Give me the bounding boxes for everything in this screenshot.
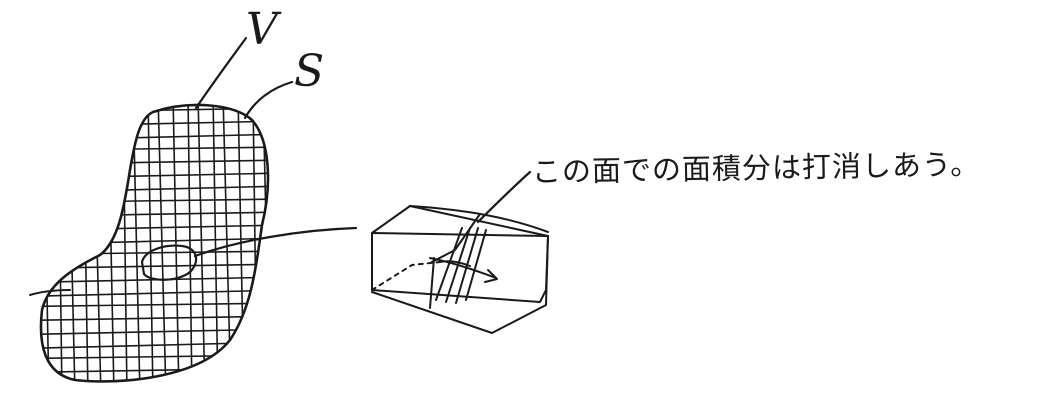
grid-line-horizontal [40,133,268,142]
grid-line-horizontal [40,380,268,382]
grid-line-vertical [157,105,167,382]
grid-line-horizontal [40,328,268,336]
grid-line-vertical [57,105,63,382]
grid-line-horizontal [40,354,268,360]
grid-line-horizontal [40,120,268,128]
grid-line-horizontal [40,263,268,270]
magnified-cells [371,205,549,334]
grid-line-horizontal [40,185,268,194]
grid-line-horizontal [40,159,268,166]
grid-line-vertical [212,105,219,382]
grid-line-vertical [187,105,193,382]
grid-line-horizontal [40,224,268,232]
grid-line-horizontal [40,146,268,152]
magnification-leader-line [193,226,358,258]
note-pointer-line [476,170,532,224]
grid-line-vertical [82,105,89,382]
grid-line-horizontal [40,341,268,350]
highlighted-cell-outline [140,244,198,281]
grid-line-vertical [252,105,258,382]
volume-grid-hatching [25,95,285,395]
grid-line-horizontal [40,302,268,308]
grid-line-vertical [147,105,154,382]
grid-line-horizontal [40,315,268,322]
surface-label: S [294,46,325,97]
grid-line-horizontal [40,289,268,298]
grid-line-horizontal [25,95,285,99]
grid-line-vertical [28,95,36,395]
volume-outline [39,103,270,383]
surface-pointer-line [243,80,294,120]
grid-line-horizontal [40,211,268,218]
grid-line-vertical [197,105,206,382]
grid-line-vertical [278,95,283,395]
grid-line-vertical [122,105,128,382]
grid-line-vertical [67,105,76,382]
grid-line-horizontal [40,198,268,204]
grid-line-vertical [237,105,245,382]
volume-label: V [246,4,278,55]
volume-pointer-line [194,36,248,110]
grid-line-horizontal [40,250,268,256]
grid-line-vertical [92,105,102,382]
grid-line-horizontal [40,367,268,374]
volume-edge-stroke [29,289,71,296]
grid-line-horizontal [40,172,268,180]
cancellation-note: この面での面積分は打消しあう。 [531,147,981,189]
